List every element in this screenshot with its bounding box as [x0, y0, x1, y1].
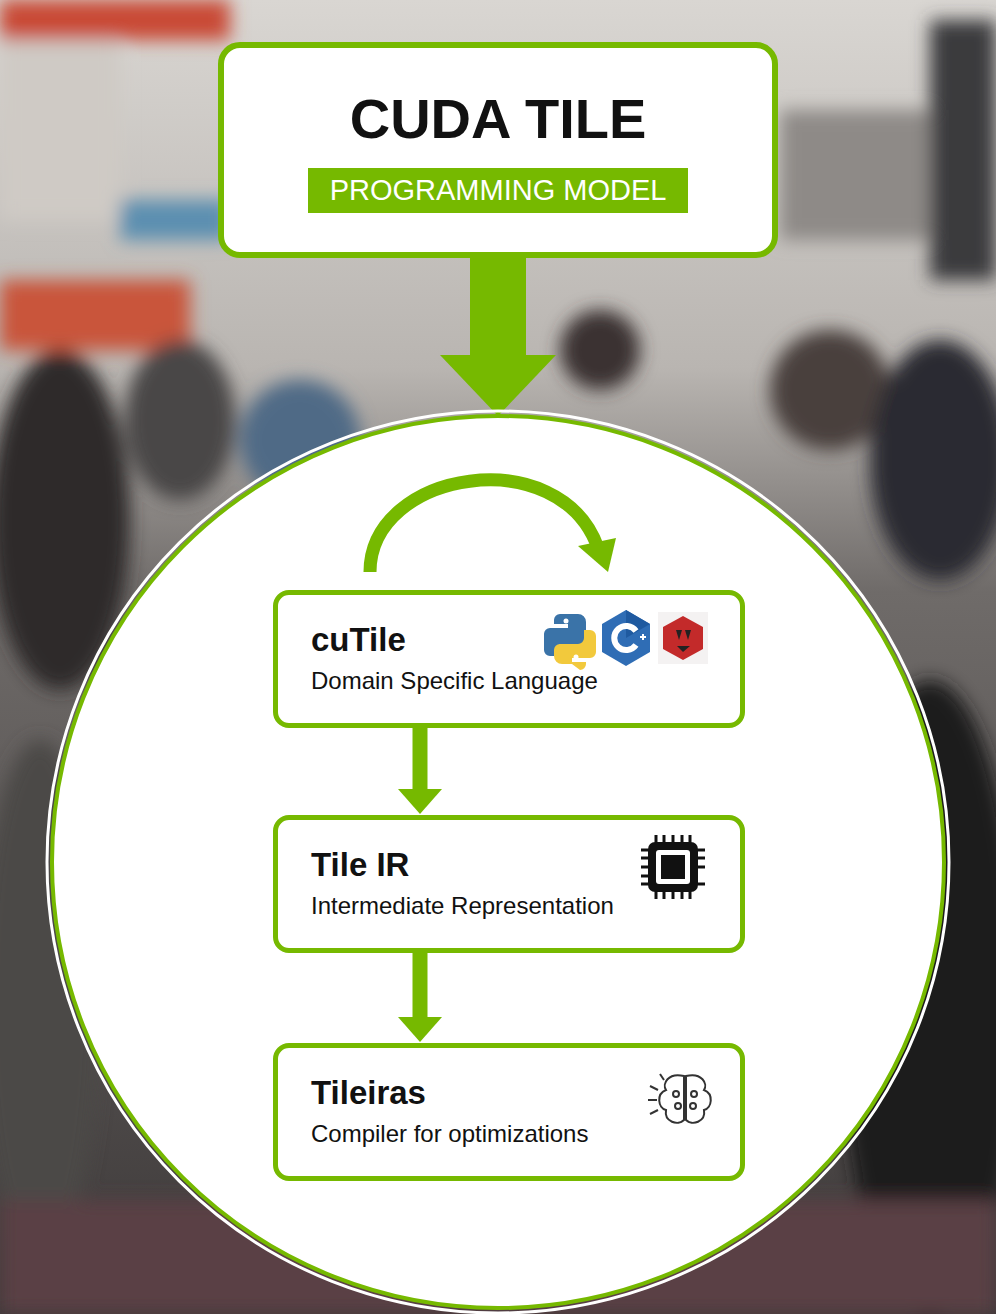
box-heading: cuTile: [311, 621, 406, 659]
arrow-shaft: [413, 953, 428, 1018]
box-description: Domain Specific Language: [311, 667, 598, 695]
process-box: TileirasCompiler for optimizations: [273, 1043, 745, 1181]
box-description: Compiler for optimizations: [311, 1120, 588, 1148]
flow-arrow: [398, 728, 442, 814]
down-arrow: [440, 255, 556, 416]
title-heading: CUDA TILE: [350, 87, 647, 151]
cpp-icon: [602, 610, 650, 666]
arrow-shaft: [413, 728, 428, 790]
circle-halo: [47, 411, 949, 1313]
title-band: PROGRAMMING MODEL: [308, 168, 689, 213]
arrow-head: [398, 789, 442, 814]
box-heading: Tile IR: [311, 846, 409, 884]
mojo-icon: [658, 612, 708, 664]
title-box: CUDA TILE PROGRAMMING MODEL: [218, 42, 778, 258]
brain-icon: [648, 1074, 711, 1123]
process-box: Tile IR Intermediate Representation: [273, 815, 745, 953]
flow-arrow: [398, 953, 442, 1042]
process-box: cuTileDomain Specific Language: [273, 590, 745, 728]
python-icon: [544, 614, 596, 670]
model-circle: [52, 416, 944, 1308]
arrow-head: [398, 1017, 442, 1042]
chip-icon: [641, 835, 705, 899]
box-description: Intermediate Representation: [311, 892, 614, 920]
loop-arrow: [370, 480, 616, 572]
box-heading: Tileiras: [311, 1074, 426, 1112]
